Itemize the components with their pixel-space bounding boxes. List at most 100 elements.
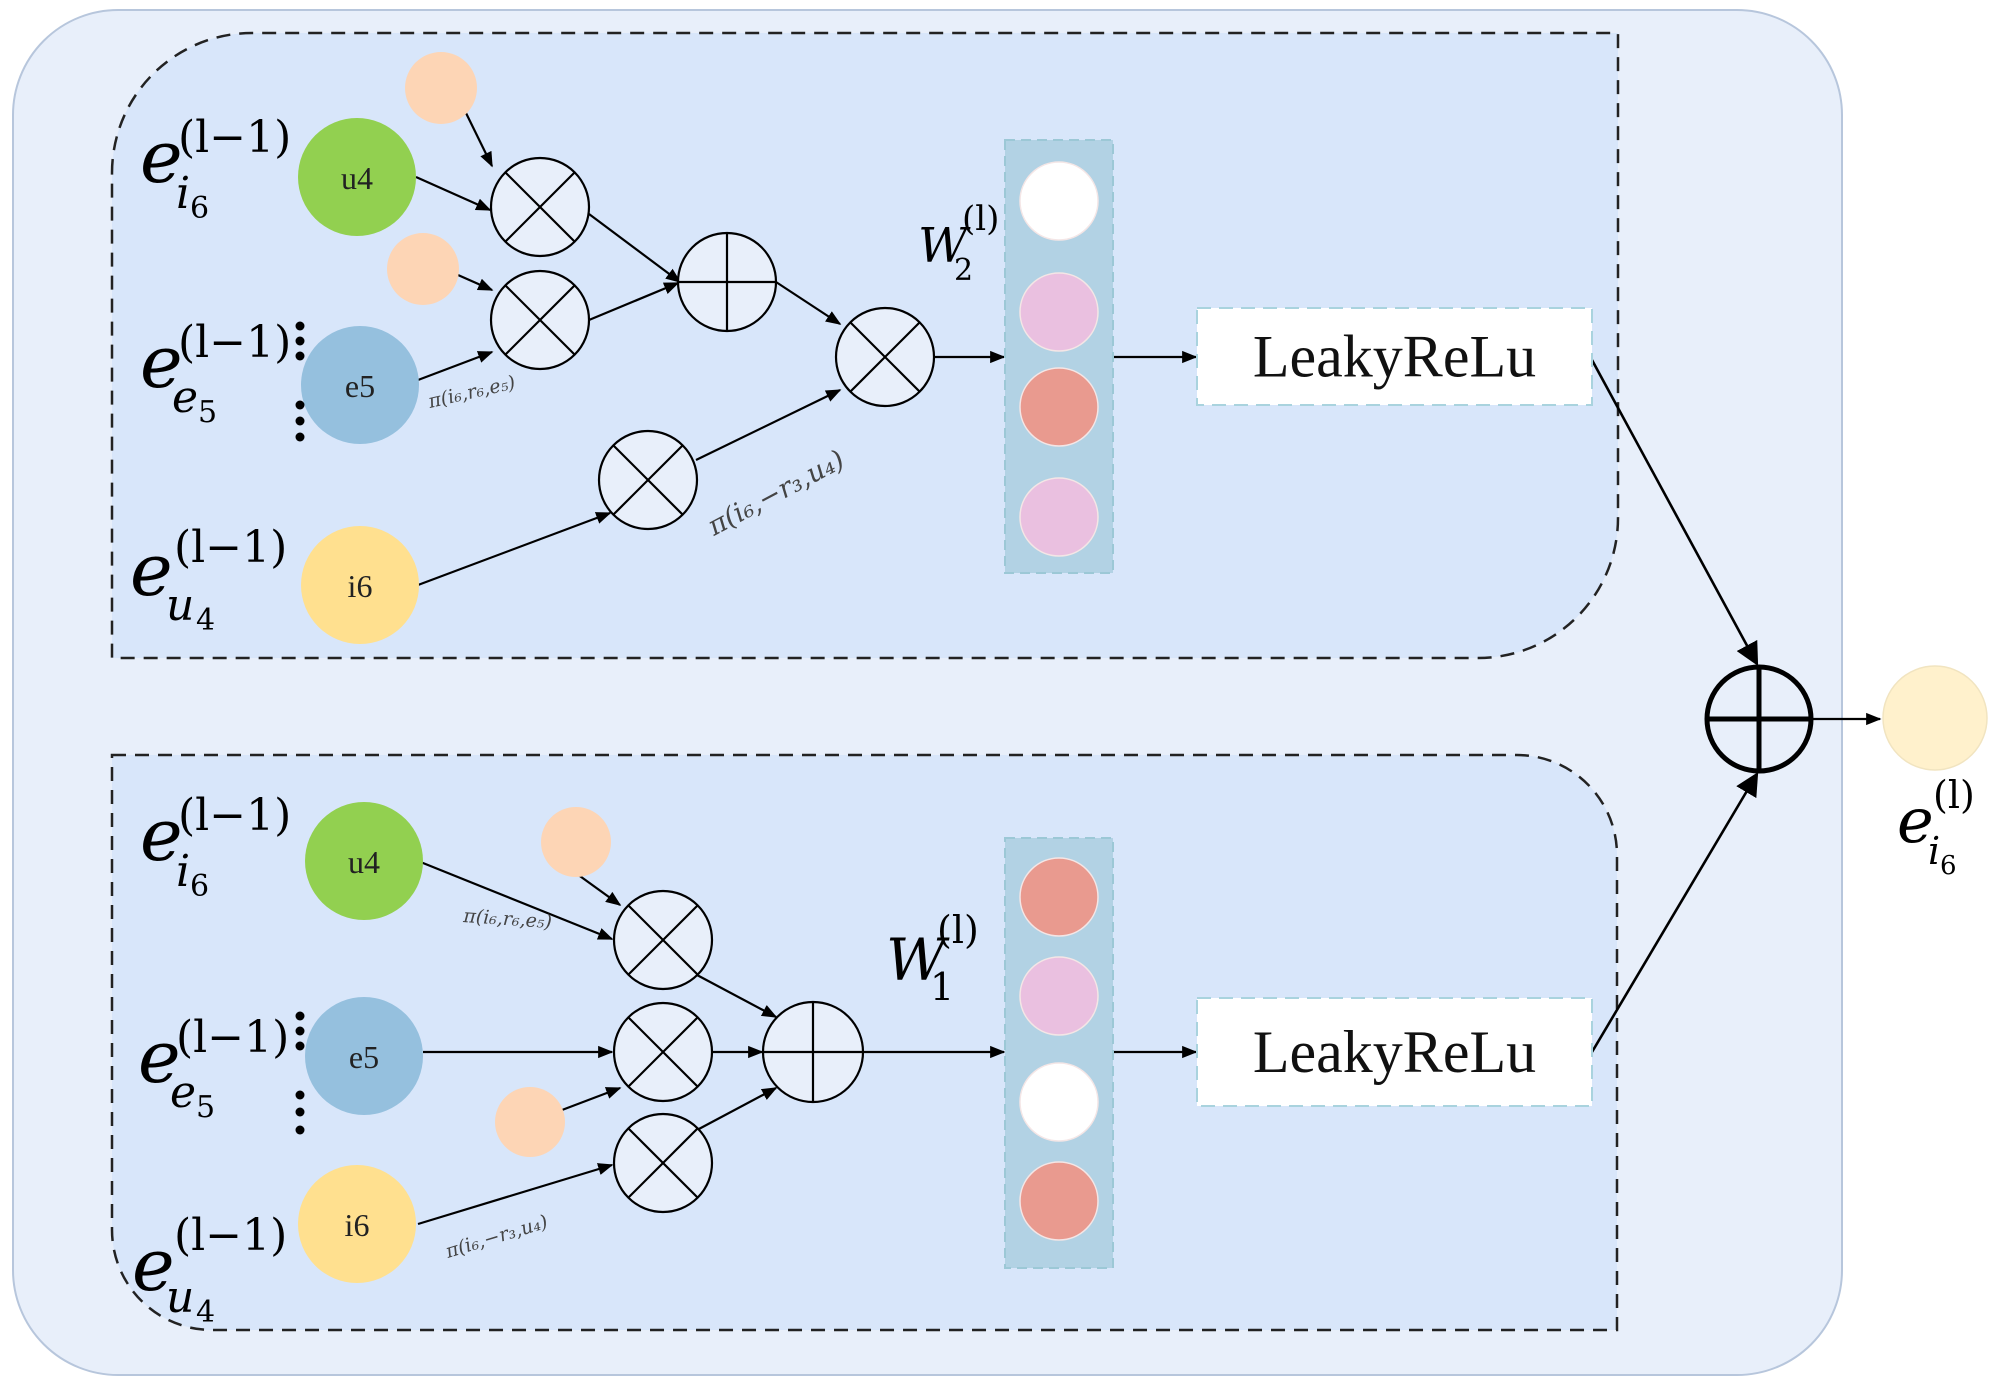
bottom-weight-vector bbox=[1004, 837, 1114, 1269]
arrow-e5-to-mult-b bbox=[417, 350, 494, 382]
label-sup: (l−1) bbox=[178, 790, 291, 841]
activation-label: LeakyReLu bbox=[1253, 324, 1536, 390]
bottom-multiply-2-icon bbox=[612, 1001, 714, 1103]
label-base: e bbox=[130, 528, 173, 612]
bottom-node-i6-circle[interactable] bbox=[298, 1165, 416, 1283]
top-input-label-i6: e i 6 (l−1) bbox=[140, 112, 291, 226]
op-stroke bbox=[612, 444, 684, 516]
top-multiply-c-icon bbox=[834, 306, 936, 408]
weight-sub: 1 bbox=[930, 965, 954, 1009]
edges bbox=[415, 112, 1882, 1226]
weight-base: W bbox=[886, 926, 950, 994]
label-subsub: 5 bbox=[198, 395, 217, 430]
weight-sup: (l) bbox=[937, 908, 979, 952]
top-node-u4-circle[interactable] bbox=[298, 118, 416, 236]
top-node-e5-circle[interactable] bbox=[301, 326, 419, 444]
bottom-peach-relation-node bbox=[541, 807, 611, 877]
top-input-label-e5: e e 5 (l−1) bbox=[140, 317, 291, 430]
op-stroke bbox=[504, 284, 576, 356]
bottom-node-u4[interactable]: u4 bbox=[305, 802, 423, 920]
bottom-node-i6[interactable]: i6 bbox=[298, 1165, 416, 1283]
activation-box[interactable] bbox=[1196, 307, 1593, 406]
top-node-i6-circle[interactable] bbox=[301, 526, 419, 644]
bottom-multiply-1-icon bbox=[612, 889, 714, 991]
top-multiply-d-icon bbox=[597, 429, 699, 531]
arrow-peach-to-mult-a bbox=[465, 112, 493, 168]
label-subsub: 6 bbox=[190, 191, 209, 226]
top-add-icon bbox=[676, 231, 778, 333]
top-multiply-b-icon bbox=[489, 269, 591, 371]
top-peach-relation-node bbox=[387, 233, 459, 305]
bottom-node-e5-text: e5 bbox=[349, 1039, 379, 1075]
bottom-panel bbox=[110, 753, 1619, 1332]
bottom-peach-relation-node bbox=[495, 1087, 565, 1157]
arrow-bottom-activation-to-sum bbox=[1590, 771, 1759, 1053]
top-ellipsis-dots bbox=[295, 321, 305, 442]
top-node-u4-text: u4 bbox=[341, 160, 373, 196]
weight-cell-salmon bbox=[1019, 367, 1099, 447]
top-node-e5[interactable]: e5 bbox=[301, 326, 419, 444]
top-input-label-u4: e u 4 (l−1) bbox=[130, 522, 287, 638]
arrow-mult-1-to-add bbox=[696, 974, 778, 1018]
label-sup: (l−1) bbox=[178, 112, 291, 163]
arrow-mult-a-to-add bbox=[588, 213, 682, 283]
weight-cell-white bbox=[1019, 1062, 1099, 1142]
label-sub: u bbox=[166, 580, 194, 631]
activation-box[interactable] bbox=[1196, 997, 1593, 1107]
label-sub: i bbox=[176, 168, 190, 219]
bottom-leakyrelu-box[interactable]: LeakyReLu bbox=[1196, 997, 1593, 1107]
label-sub: e bbox=[170, 1067, 196, 1118]
weight-cell-salmon bbox=[1019, 857, 1099, 937]
bottom-input-label-e5: e e 5 (l−1) bbox=[138, 1012, 289, 1125]
bottom-node-u4-circle[interactable] bbox=[305, 802, 423, 920]
label-sup: (l−1) bbox=[174, 1210, 287, 1261]
label-sub: u bbox=[166, 1272, 194, 1323]
label-base: e bbox=[140, 115, 183, 199]
output-label: e i 6 (l) bbox=[1897, 773, 1975, 881]
label-base: e bbox=[132, 1223, 175, 1307]
op-stroke bbox=[627, 904, 699, 976]
label-base: e bbox=[138, 1015, 181, 1099]
top-weight-vector bbox=[1004, 139, 1114, 574]
label-subsub: 4 bbox=[196, 603, 215, 638]
label-base: e bbox=[140, 793, 183, 877]
activation-label: LeakyReLu bbox=[1253, 1019, 1536, 1085]
bottom-node-e5[interactable]: e5 bbox=[305, 997, 423, 1115]
bottom-node-i6-text: i6 bbox=[345, 1207, 370, 1243]
bottom-multiply-3-icon bbox=[612, 1112, 714, 1214]
weight-cell-white bbox=[1019, 161, 1099, 241]
top-node-i6[interactable]: i6 bbox=[301, 526, 419, 644]
top-node-i6-text: i6 bbox=[348, 568, 373, 604]
arrow-add-to-mult-c bbox=[775, 281, 842, 325]
label-subsub: 6 bbox=[1940, 851, 1957, 881]
label-subsub: 6 bbox=[190, 869, 209, 904]
weight-cell-pink bbox=[1019, 272, 1099, 352]
bottom-input-label-u4: e u 4 (l−1) bbox=[132, 1210, 287, 1330]
top-peach-relation-node bbox=[405, 52, 477, 124]
op-stroke bbox=[627, 1016, 699, 1088]
weight-base: W bbox=[918, 218, 971, 274]
top-node-u4[interactable]: u4 bbox=[298, 118, 416, 236]
bottom-weight-label: W 1 (l) bbox=[886, 908, 979, 1009]
arrow-i6-to-mult-3 bbox=[417, 1163, 614, 1226]
top-weight-label: W 2 (l) bbox=[918, 199, 999, 288]
top-leakyrelu-box[interactable]: LeakyReLu bbox=[1196, 307, 1593, 406]
label-base: e bbox=[140, 320, 183, 404]
output-node[interactable] bbox=[1882, 665, 1988, 771]
bottom-node-e5-circle[interactable] bbox=[305, 997, 423, 1115]
arrow-mult-3-to-add bbox=[696, 1087, 778, 1131]
top-multiply-a-icon bbox=[489, 156, 591, 258]
bottom-node-u4-text: u4 bbox=[348, 844, 380, 880]
top-node-e5-text: e5 bbox=[345, 368, 375, 404]
arrow-peach-to-mult-2 bbox=[561, 1086, 622, 1112]
label-sup: (l−1) bbox=[176, 1012, 289, 1063]
arrow-mult-d-to-mult-c bbox=[695, 389, 842, 461]
weight-cell-pink bbox=[1019, 956, 1099, 1036]
arrow-i6-to-mult-d bbox=[417, 511, 612, 587]
label-sub: e bbox=[172, 372, 198, 423]
arrow-mult-b-to-add bbox=[588, 281, 680, 322]
final-sum-icon bbox=[1704, 664, 1814, 774]
bottom-add-icon bbox=[761, 1000, 865, 1104]
